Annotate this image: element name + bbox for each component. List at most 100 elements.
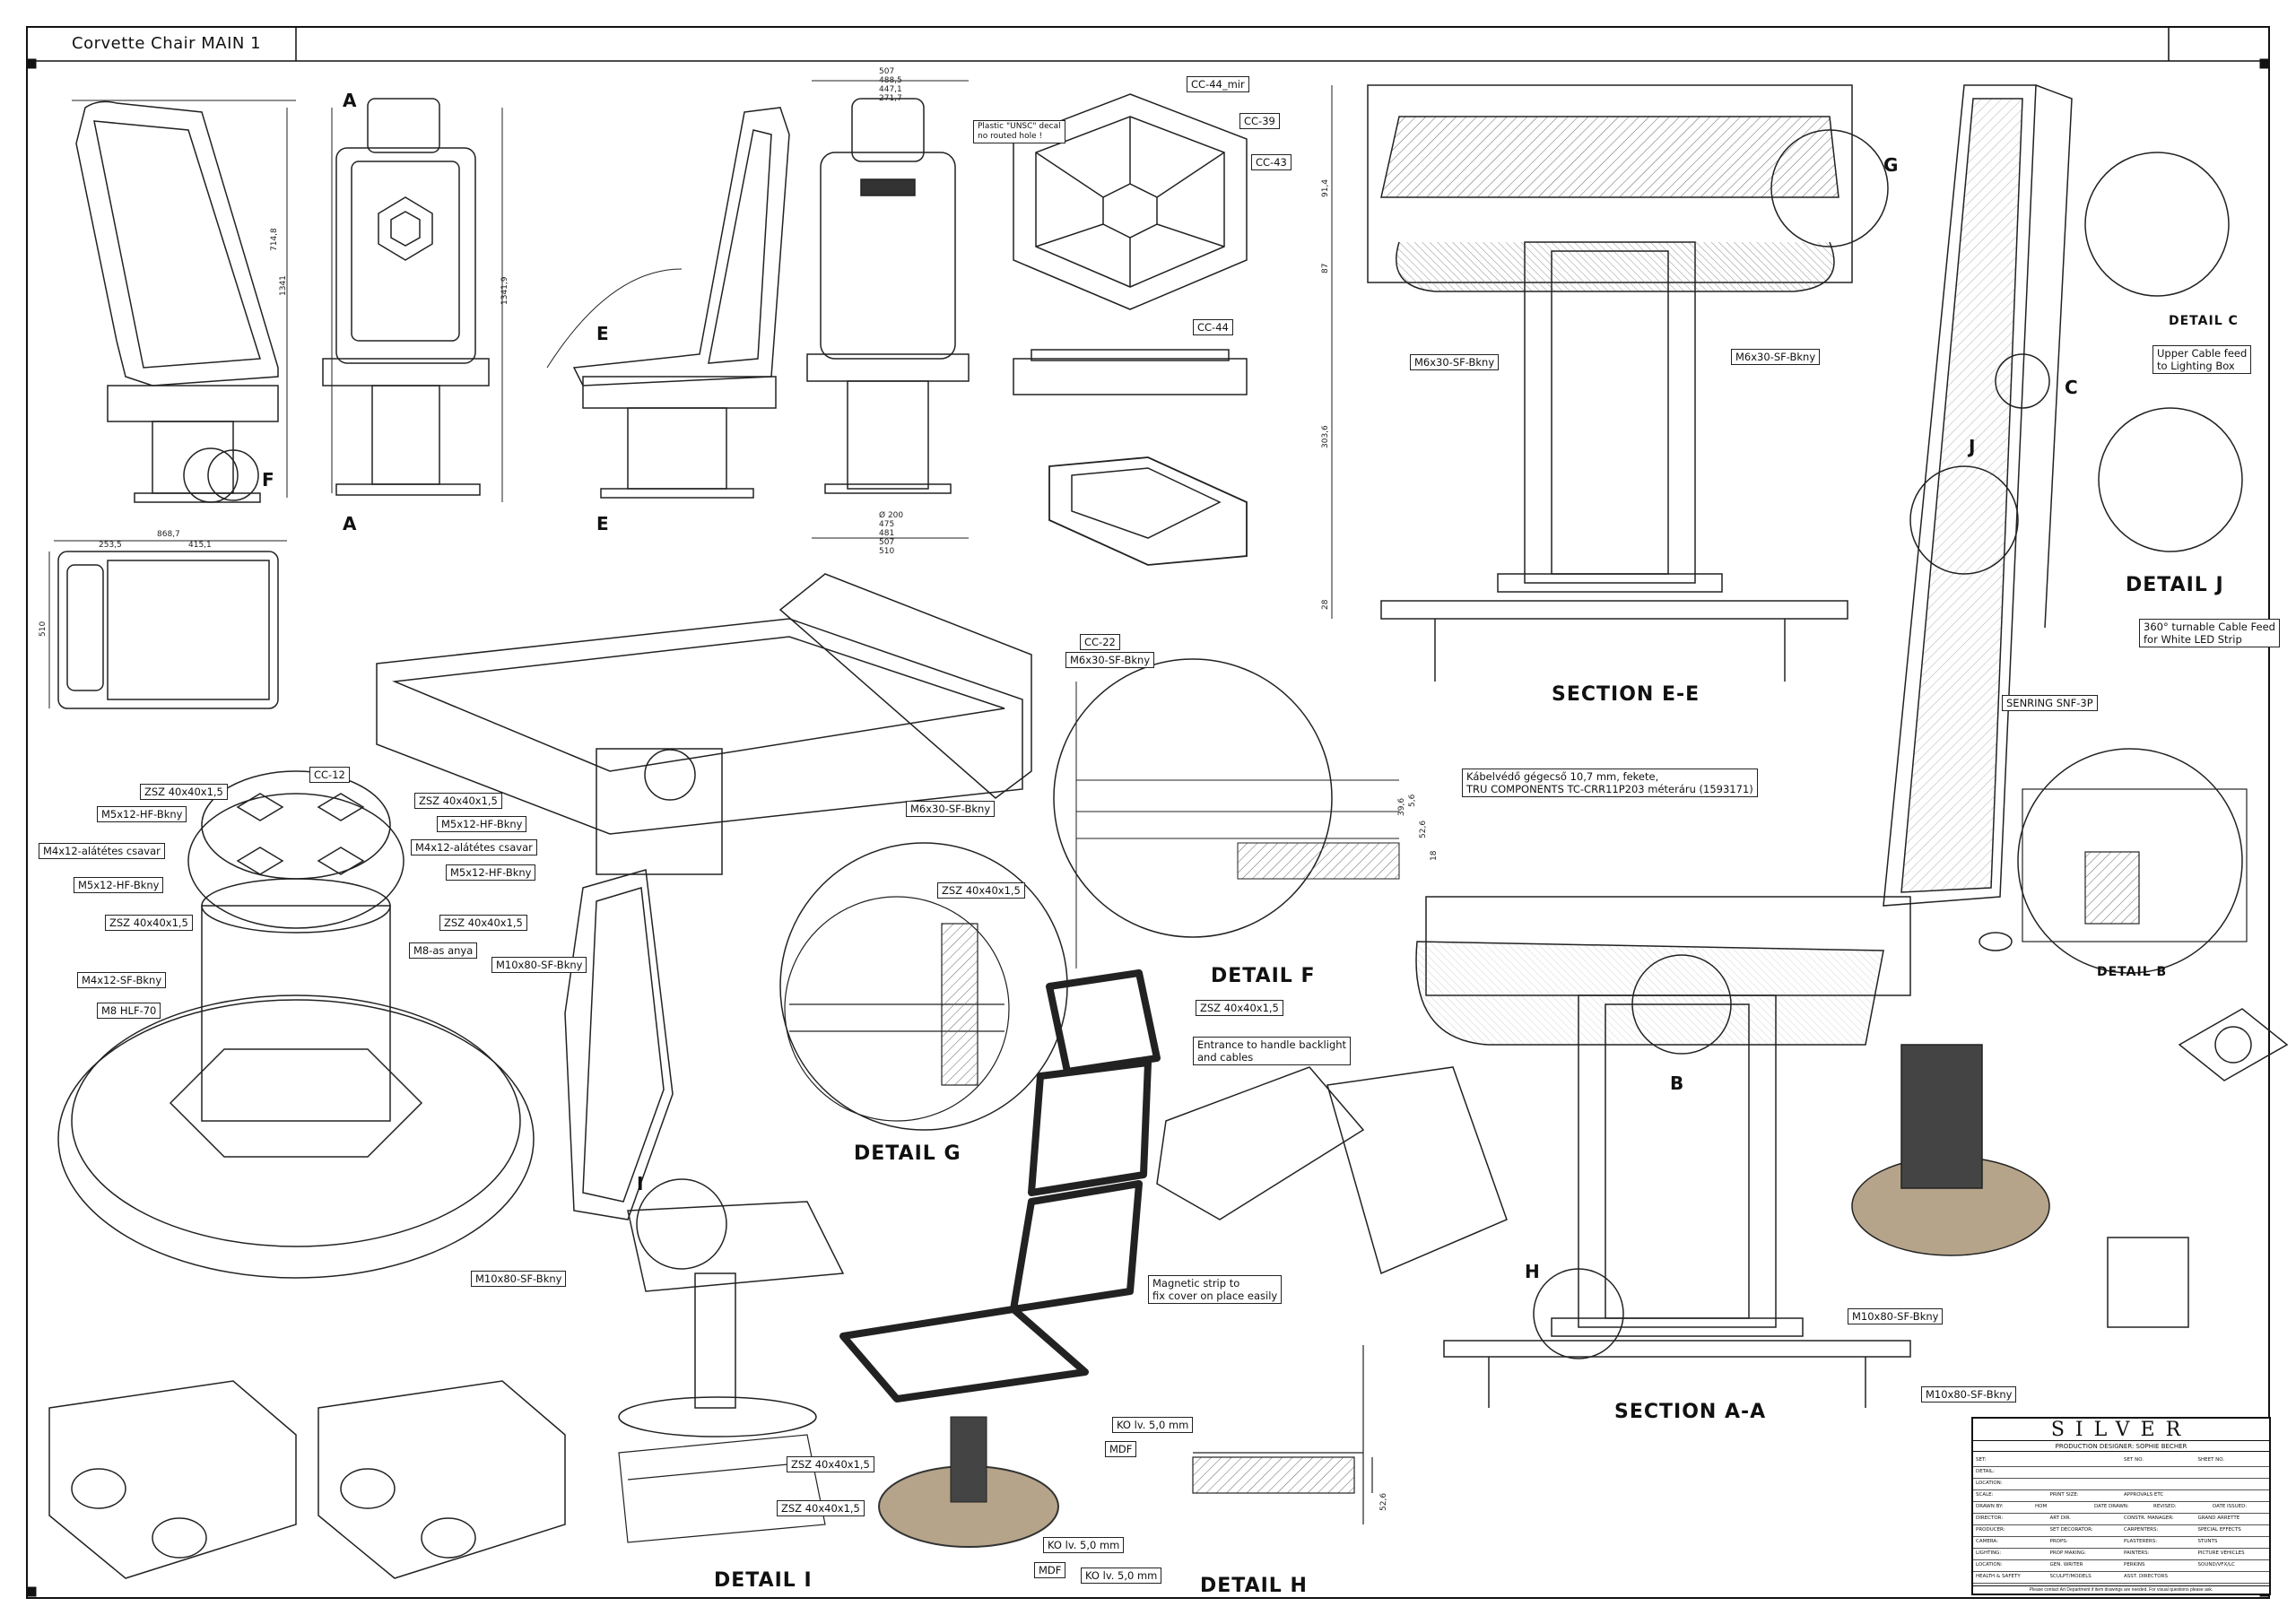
- title-block-brand: SILVER: [1973, 1419, 2269, 1441]
- detail-c-label: DETAIL C: [2169, 314, 2239, 328]
- callout-ko-bot: KO lv. 5,0 mm: [1081, 1568, 1162, 1584]
- sheet-border: [26, 26, 2270, 1599]
- callout-zsz-4: ZSZ 40x40x1,5: [439, 915, 527, 931]
- title-block-cell: CARPENTERS:: [2124, 1527, 2159, 1533]
- dim-side-height: 714,8: [270, 228, 279, 251]
- dim-front-top: 271,7: [879, 94, 902, 103]
- side-view-right: [501, 107, 790, 502]
- title-block-cell: SET:: [1976, 1457, 1987, 1463]
- callout-m8-anya: M8-as anya: [409, 942, 478, 959]
- title-block-row: [1973, 1466, 2269, 1467]
- callout-zsz-i1: ZSZ 40x40x1,5: [787, 1456, 874, 1472]
- detail-h-label: DETAIL H: [1200, 1575, 1308, 1597]
- view-letter-e-mid: E: [596, 323, 609, 344]
- callout-mdf-bot: MDF: [1034, 1562, 1066, 1578]
- callout-m5x12-2: M5x12-HF-Bkny: [437, 816, 527, 832]
- turntable-render: [1851, 932, 2289, 1328]
- title-block-cell: DATE ISSUED:: [2213, 1504, 2248, 1509]
- title-block-cell: PROP MAKING:: [2049, 1550, 2087, 1556]
- detail-f-drawing: [1075, 682, 1400, 968]
- callout-cc39: CC-39: [1239, 113, 1280, 129]
- callout-m4x12-sf: M4x12-SF-Bkny: [77, 972, 167, 988]
- title-block-row: [1973, 1571, 2269, 1572]
- section-aa: [1415, 896, 1911, 1408]
- callout-m6x30-b: M6x30-SF-Bkny: [906, 801, 996, 817]
- callout-m5x12-3: M5x12-HF-Bkny: [74, 877, 164, 893]
- dim-plan-width: 868,7: [157, 530, 180, 539]
- callout-zsz-3: ZSZ 40x40x1,5: [105, 915, 193, 931]
- callout-m8-hlf: M8 HLF-70: [97, 1003, 161, 1019]
- title-block-cell: CONSTR. MANAGER:: [2124, 1515, 2174, 1521]
- view-letter-a-top: A: [343, 90, 357, 111]
- dim-detail-f: 52,6: [1419, 821, 1428, 838]
- callout-unsc-decal: Plastic "UNSC" decal no routed hole !: [973, 120, 1065, 143]
- callout-mdf-top: MDF: [1105, 1441, 1137, 1457]
- callout-m10x80-top: M10x80-SF-Bkny: [491, 957, 587, 973]
- title-block-row: [1973, 1501, 2269, 1502]
- view-letter-c: C: [2065, 377, 2078, 398]
- title-block-row: [1973, 1524, 2269, 1525]
- seat-underside-iso: [376, 573, 1032, 875]
- detail-i-label: DETAIL I: [714, 1569, 813, 1592]
- view-letter-g: G: [1883, 154, 1899, 176]
- title-block-cell: PROPS:: [2049, 1539, 2068, 1544]
- title-block-row: [1973, 1583, 2269, 1584]
- section-ee: [1331, 84, 1889, 682]
- callout-m6x30-ee-right: M6x30-SF-Bkny: [1731, 349, 1821, 365]
- dim-detail-f: 18: [1430, 850, 1439, 861]
- view-letter-i: I: [637, 1173, 644, 1194]
- dim-section-ee: 87: [1321, 264, 1330, 274]
- callout-turnable-cable: 360° turnable Cable Feed for White LED S…: [2139, 619, 2280, 647]
- cover-iso-view: [1156, 1066, 1508, 1275]
- callout-m4x12-alat-left: M4x12-alátétes csavar: [39, 843, 165, 859]
- title-block-cell: DRAWN BY:: [1976, 1504, 2004, 1509]
- dim-plan-height: 510: [39, 621, 48, 637]
- plan-view: [48, 540, 287, 709]
- dim-front-top: 507: [879, 67, 894, 76]
- callout-m6x30-ee-left: M6x30-SF-Bkny: [1410, 354, 1500, 370]
- callout-cc43: CC-43: [1251, 154, 1292, 170]
- title-block-cell: REVISED:: [2153, 1504, 2177, 1509]
- callout-upper-cable: Upper Cable feed to Lighting Box: [2152, 345, 2252, 374]
- detail-b-label: DETAIL B: [2097, 965, 2168, 979]
- title-block-cell: SPECIAL EFFECTS: [2197, 1527, 2241, 1533]
- title-block-cell: DETAIL:: [1976, 1469, 1995, 1474]
- title-block-cell: ART DIR.: [2049, 1515, 2072, 1521]
- dim-front-bottom: 481: [879, 529, 894, 538]
- detail-b-drawing: [2022, 788, 2248, 942]
- callout-senring: SENRING SNF-3P: [2002, 695, 2098, 711]
- dim-plan-width: 415,1: [188, 541, 212, 550]
- dim-plan-width: 253,5: [99, 541, 122, 550]
- detail-g-label: DETAIL G: [854, 1142, 961, 1165]
- callout-ko-top: KO lv. 5,0 mm: [1112, 1417, 1194, 1433]
- title-block-cell: SET NO.: [2124, 1457, 2144, 1463]
- view-letter-e-bottom: E: [596, 513, 609, 534]
- pedestal-iso-view: [57, 770, 535, 1279]
- callout-m5x12-4: M5x12-HF-Bkny: [446, 864, 536, 881]
- title-block-row: [1973, 1559, 2269, 1560]
- seat-bottom-iso-2: [317, 1380, 566, 1579]
- title-block-cell: HOM: [2035, 1504, 2048, 1509]
- title-block-cell: SOUND/VFX/LC: [2197, 1562, 2236, 1568]
- title-block-cell: PAINTERS:: [2124, 1550, 2150, 1556]
- dim-section-ee: 91,4: [1321, 179, 1330, 197]
- callout-magnetic-strip: Magnetic strip to fix cover on place eas…: [1148, 1275, 1283, 1304]
- side-view-left: [72, 100, 296, 503]
- dim-section-ee: 303,6: [1321, 425, 1330, 448]
- callout-m10x80-aa2: M10x80-SF-Bkny: [1921, 1386, 2017, 1403]
- dim-detail-f: 39,6: [1397, 798, 1406, 816]
- detail-i-drawing: [618, 1434, 826, 1543]
- dim-detail-f: 5,6: [1408, 794, 1417, 807]
- view-letter-b: B: [1670, 1073, 1684, 1094]
- title-block-cell: PRINT SIZE:: [2049, 1492, 2079, 1498]
- backrest-section: [1883, 84, 2073, 907]
- dim-front-bottom: 507: [879, 538, 894, 547]
- title-block-cell: LOCATION:: [1976, 1481, 2003, 1486]
- title-block-cell: PERKINS: [2124, 1562, 2145, 1568]
- title-block-production: PRODUCTION DESIGNER: SOPHIE BECHER: [1973, 1442, 2269, 1452]
- dim-front-bottom: 510: [879, 547, 894, 556]
- view-letter-h: H: [1525, 1261, 1540, 1282]
- detail-g-drawing: [784, 896, 1010, 1122]
- title-block-cell: GEN. WRITER: [2049, 1562, 2083, 1568]
- title-block-cell: STUNTS: [2197, 1539, 2218, 1544]
